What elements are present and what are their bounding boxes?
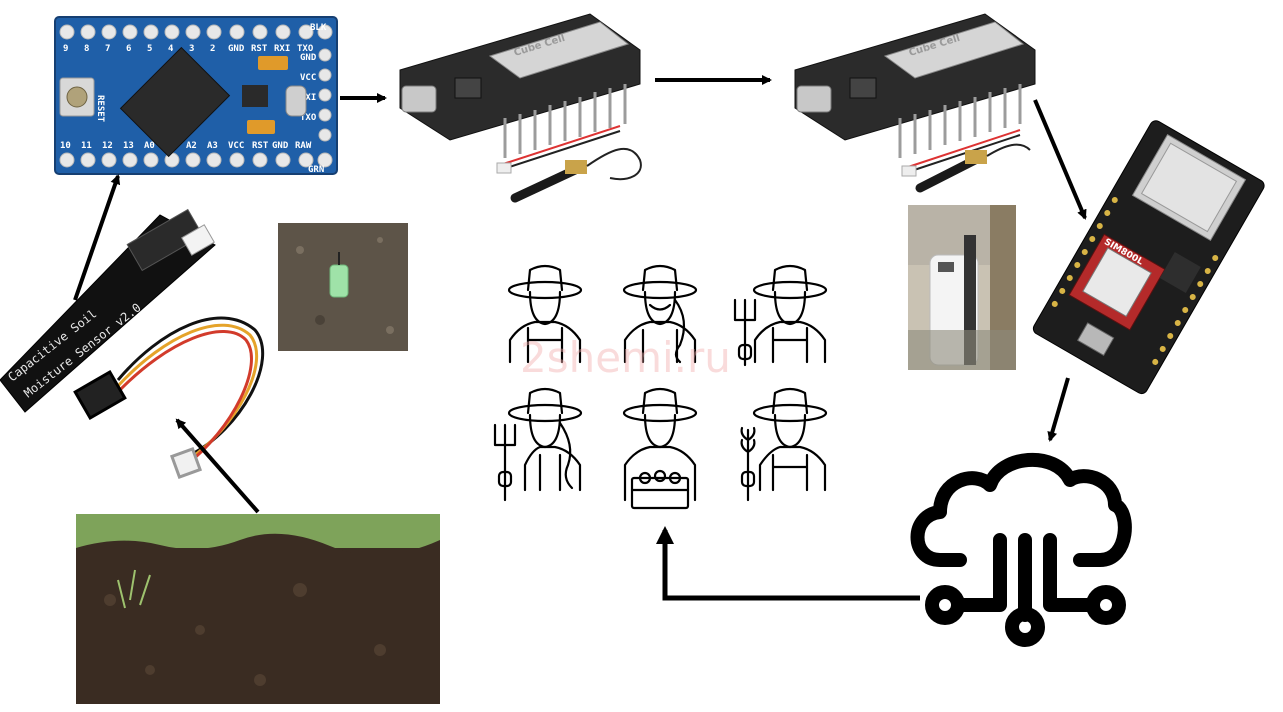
pin-label: A3: [207, 141, 218, 151]
arrow-cubecell-to-ttgo: [1033, 99, 1087, 220]
arduino-pro-mini-board: 9 8 7 6 5 4 3 2 GND RST RXI TXO 10 11 12…: [54, 16, 338, 175]
crystal: [285, 85, 307, 117]
capacitor: [247, 120, 275, 134]
pin-label: A2: [186, 141, 197, 151]
pin-label: 13: [123, 141, 134, 151]
arrow-cloud-to-farmers: [656, 526, 920, 601]
battery-wire-black: [499, 130, 621, 171]
farmer-woman-icon: [622, 264, 698, 364]
pin-label: RST: [252, 141, 269, 151]
antenna-cable: [986, 143, 1031, 157]
usb-c-port: [401, 85, 437, 113]
pin-label: RAW: [295, 141, 312, 151]
pin-label: RST: [251, 44, 268, 54]
pin-row-right: [1152, 255, 1219, 365]
antenna: [510, 165, 580, 203]
arrow-soil-to-sensor: [175, 418, 260, 514]
pin-row-left: [1051, 197, 1118, 307]
lora-module-shield: [488, 21, 630, 79]
capacitor: [258, 56, 288, 70]
cubecell-board-1: Cube Cell: [399, 13, 642, 203]
pin-label: GRN: [308, 165, 324, 175]
usb-c-port: [796, 85, 832, 113]
dupont-connector: [73, 369, 127, 421]
side-pin-labels: BLK GND VCC RXI TXO GRN: [300, 23, 327, 175]
pin-label: 9: [63, 44, 68, 54]
pin-label: A0: [144, 141, 155, 151]
pin-label: 3: [189, 44, 194, 54]
pin-label: 11: [81, 141, 92, 151]
sensor-cable: [73, 316, 265, 480]
cubecell-board-2: Cube Cell: [794, 13, 1036, 193]
pin-label: GND: [272, 141, 289, 151]
chip: [454, 77, 482, 99]
farmer-harvest-crate-icon: [622, 387, 698, 510]
battery-wire-black: [904, 134, 1021, 174]
lora-module-shield: [883, 21, 1025, 79]
antenna: [915, 155, 980, 193]
pin-label: RXI: [274, 44, 290, 54]
cloud-network-icon: [910, 452, 1132, 647]
regulator-chip: [242, 85, 268, 107]
farmer-pitchfork-icon: [733, 264, 828, 367]
battery-wire-red: [904, 129, 1021, 169]
pin-label: BLK: [310, 23, 327, 33]
battery-wire-red: [499, 125, 621, 166]
pin-label: 6: [126, 44, 131, 54]
usb-port: [1076, 322, 1115, 356]
pin-label: RXI: [300, 93, 316, 103]
installation-photo: [908, 205, 1016, 370]
pin-label: GND: [228, 44, 245, 54]
farmer-woman-pitchfork-icon: [493, 387, 583, 502]
pin-label: 2: [210, 44, 215, 54]
header-pins: [898, 84, 1022, 158]
arrow-ttgo-to-cloud: [1047, 377, 1070, 442]
farmers-group: [493, 264, 828, 510]
sma-connector: [965, 150, 987, 164]
bottom-pin-holes: [59, 152, 333, 168]
pin-label: 7: [105, 44, 110, 54]
pin-label: GND: [300, 53, 317, 63]
jst-plug: [169, 446, 203, 480]
watermark: 2shemi.ru: [520, 333, 731, 382]
arrow-sensor-to-promini: [73, 174, 121, 301]
sensor-tip: [329, 264, 349, 298]
header-pins: [503, 84, 627, 158]
pin-label: VCC: [228, 141, 244, 151]
pin-label: 8: [84, 44, 89, 54]
top-pin-labels: 9 8 7 6 5 4 3 2 GND RST RXI TXO: [63, 44, 314, 54]
pin-label: 12: [102, 141, 113, 151]
pin-label: VCC: [300, 73, 316, 83]
pin-label: TXO: [297, 44, 314, 54]
side-pin-holes: [318, 48, 332, 142]
jst-connector: [181, 224, 215, 256]
mcu-chip: [119, 46, 231, 158]
pin-label: TXO: [300, 113, 317, 123]
pin-label: 5: [147, 44, 152, 54]
sensor-in-soil-photo: [278, 223, 408, 351]
antenna-cable: [586, 148, 642, 180]
reset-label: RESET: [95, 95, 105, 123]
sma-connector: [565, 160, 587, 174]
bottom-pin-labels: 10 11 12 13 A0 A1 A2 A3 VCC RST GND RAW: [60, 141, 312, 151]
top-pin-holes: [59, 24, 333, 40]
pin-label: 4: [168, 44, 174, 54]
farmer-man-icon: [507, 264, 583, 364]
soil-photo: [76, 514, 440, 704]
pin-label: 10: [60, 141, 71, 151]
ttgo-sim800l-board: SIM800L: [1032, 120, 1265, 395]
chip: [849, 77, 877, 99]
farmer-wheat-icon: [740, 387, 828, 502]
